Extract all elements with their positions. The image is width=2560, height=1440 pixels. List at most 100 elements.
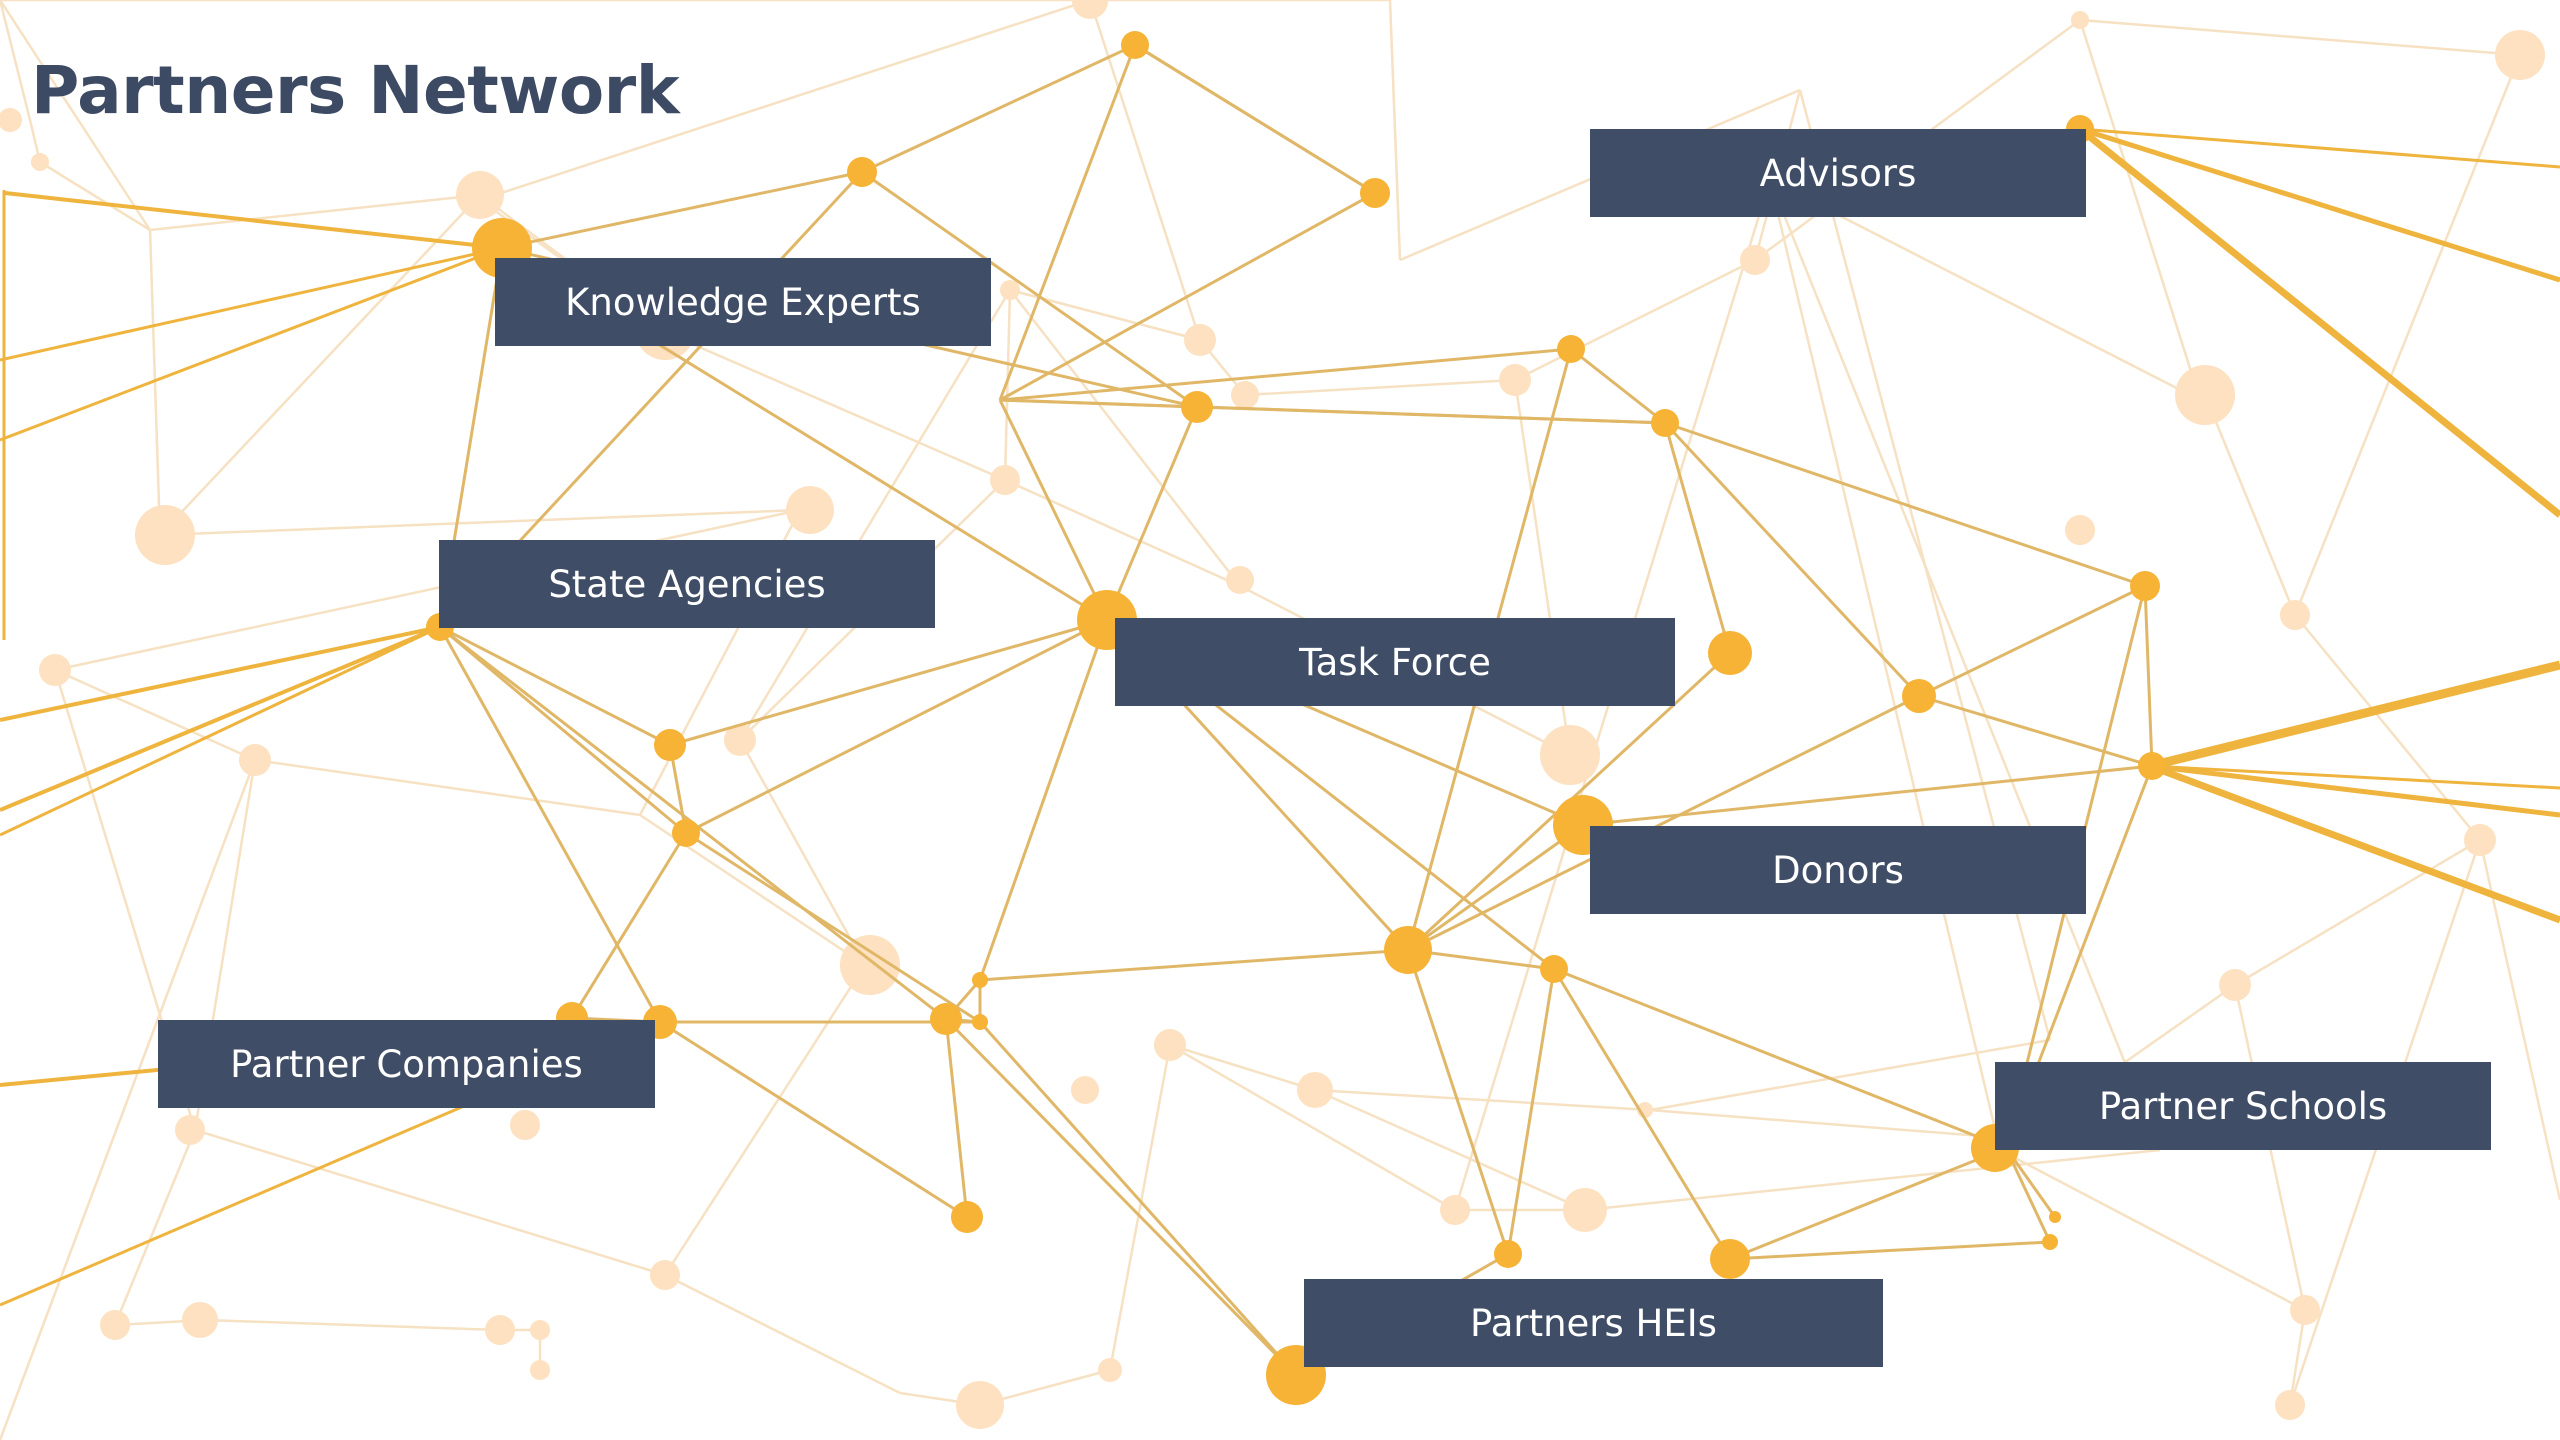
network-edge (1663, 422, 1732, 654)
label-state-agencies: State Agencies (439, 540, 935, 628)
network-edge (1582, 764, 2153, 827)
faint-node (456, 171, 504, 219)
faint-node (990, 465, 1020, 495)
network-node (1902, 679, 1936, 713)
network-edge (1570, 347, 1666, 425)
network-edge (1406, 949, 1510, 1255)
network-edge (2143, 585, 2154, 767)
faint-edge (54, 508, 801, 672)
network-edge (999, 191, 1376, 402)
faint-edge (738, 739, 867, 966)
faint-edge (1768, 179, 2162, 1151)
faint-edge (1584, 1148, 2161, 1212)
faint-edge (1009, 289, 1241, 587)
network-node (847, 157, 877, 187)
faint-edge (149, 193, 481, 232)
network-edge (0, 625, 441, 837)
network-edge (1553, 967, 2007, 1150)
label-partner-companies: Partner Companies (158, 1020, 655, 1108)
faint-node (485, 1315, 515, 1345)
network-node (1181, 391, 1213, 423)
faint-edge (2079, 18, 2521, 57)
network-edge (2149, 763, 2560, 818)
faint-node (956, 1381, 1004, 1429)
faint-edge (194, 1128, 666, 1277)
network-node (672, 819, 700, 847)
network-edge (438, 626, 662, 1023)
network-edge (669, 618, 1108, 747)
faint-edge (1244, 378, 1516, 397)
faint-node (1540, 725, 1600, 785)
network-node (2049, 1211, 2061, 1223)
network-edge (439, 625, 671, 747)
faint-node (530, 1320, 550, 1340)
faint-edge (254, 758, 641, 817)
faint-edge (2203, 394, 2297, 616)
network-edge (1407, 948, 1555, 971)
faint-node (1499, 364, 1531, 396)
faint-node (2175, 365, 2235, 425)
faint-edge (113, 1129, 197, 1326)
network-node (2130, 571, 2160, 601)
faint-node (510, 1110, 540, 1140)
network-edge (1729, 1240, 2051, 1261)
network-edge (501, 170, 863, 250)
faint-edge (2293, 54, 2522, 616)
network-node (930, 1003, 962, 1035)
network-edge (659, 1020, 968, 1219)
network-edge (998, 44, 1137, 401)
network-edge (0, 625, 441, 812)
faint-node (1740, 245, 1770, 275)
faint-edge (2478, 839, 2560, 1201)
faint-node (1297, 1072, 1333, 1108)
faint-edge (0, 759, 257, 1440)
faint-node (2464, 824, 2496, 856)
faint-edge (39, 160, 151, 232)
faint-node (1231, 381, 1259, 409)
network-edge (1134, 43, 1376, 195)
faint-edge (738, 289, 1012, 741)
faint-edge (0, 0, 32, 121)
faint-node (2495, 30, 2545, 80)
network-node (1708, 631, 1752, 675)
network-edge (2148, 660, 2560, 771)
faint-edge (479, 0, 1091, 202)
network-edge (944, 1017, 1298, 1377)
network-node (2138, 752, 2166, 780)
faint-node (2071, 11, 2089, 29)
faint-node (1563, 1188, 1607, 1232)
faint-edge (659, 328, 1006, 482)
faint-node (1071, 1076, 1099, 1104)
faint-node (1226, 566, 1254, 594)
label-task-force: Task Force (1115, 618, 1675, 706)
faint-edge (1999, 1148, 2306, 1312)
faint-edge (159, 194, 481, 536)
network-edge (2079, 126, 2560, 283)
network-edge (1663, 421, 1921, 698)
network-edge (1407, 694, 1920, 952)
network-edge (978, 619, 1109, 981)
faint-edge (663, 964, 867, 1276)
network-node (2042, 1234, 2058, 1250)
faint-node (1440, 1195, 1470, 1225)
faint-edge (204, 1318, 501, 1332)
faint-node (786, 486, 834, 534)
faint-edge (1004, 478, 1241, 588)
faint-node (1154, 1029, 1186, 1061)
network-node (1494, 1240, 1522, 1268)
faint-node (530, 1360, 550, 1380)
faint-node (1000, 280, 1020, 300)
faint-node (31, 153, 49, 171)
network-edge (2149, 764, 2560, 790)
network-edge (979, 948, 1409, 982)
network-edge (2079, 127, 2560, 169)
faint-edge (54, 668, 256, 762)
network-node (1651, 409, 1679, 437)
network-node (972, 1014, 988, 1030)
faint-edge (159, 508, 801, 537)
faint-node (650, 1260, 680, 1290)
network-edge (439, 625, 687, 835)
network-edge (685, 831, 981, 1024)
label-partner-schools: Partner Schools (1995, 1062, 2491, 1150)
